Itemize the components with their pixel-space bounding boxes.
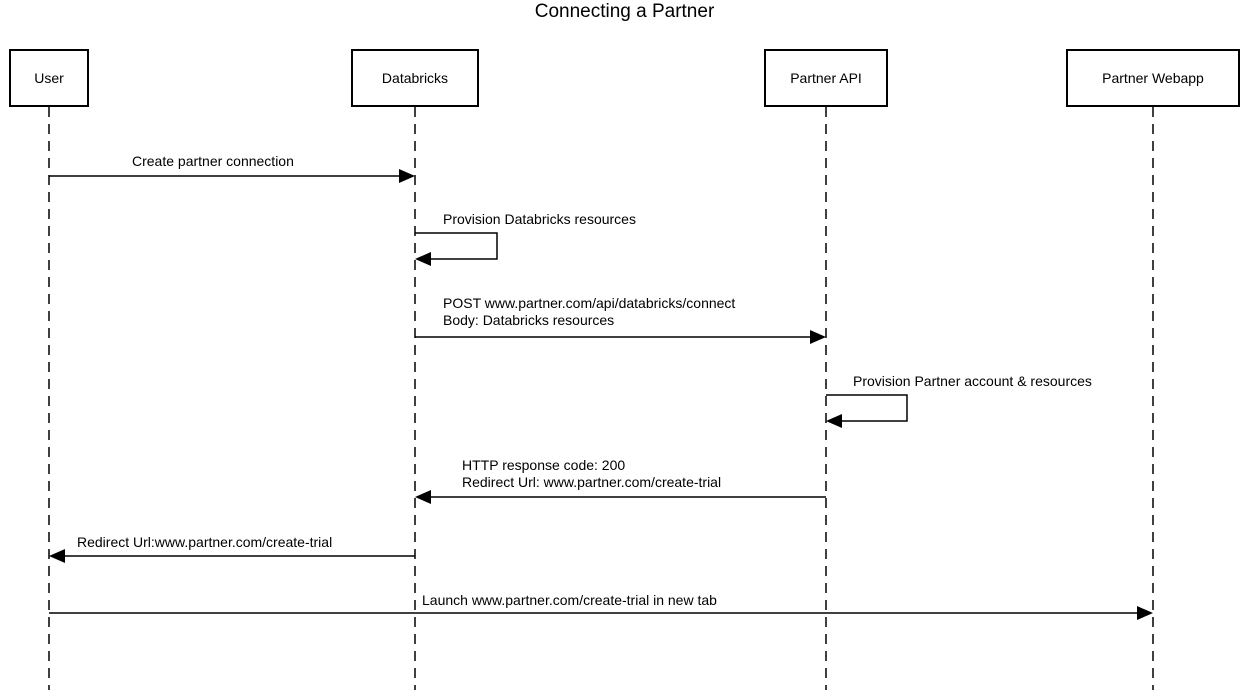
message-label-redirect-url: Redirect Url:www.partner.com/create-tria…	[77, 534, 332, 551]
participant-user: User	[9, 49, 89, 107]
arrowhead-2	[415, 252, 431, 266]
message-text: Redirect Url: www.partner.com/create-tri…	[462, 474, 722, 490]
message-text: Launch www.partner.com/create-trial in n…	[422, 592, 717, 608]
message-text: HTTP response code: 200	[462, 457, 626, 473]
arrowhead-1	[399, 169, 415, 183]
participant-label: Partner Webapp	[1102, 70, 1204, 86]
diagram-title: Connecting a Partner	[534, 1, 715, 22]
message-label-provision-partner: Provision Partner account & resources	[853, 373, 1092, 390]
arrowhead-3	[810, 330, 826, 344]
participant-label: Databricks	[381, 70, 449, 86]
message-label-create-connection: Create partner connection	[132, 153, 294, 170]
participant-label: User	[34, 70, 64, 86]
message-text: Create partner connection	[132, 153, 294, 169]
message-arrow-2	[415, 232, 498, 260]
arrowhead-6	[49, 549, 65, 563]
participant-label: Partner API	[790, 70, 862, 86]
arrowhead-5	[415, 490, 431, 504]
message-text: Body: Databricks resources	[443, 312, 615, 328]
message-label-provision-databricks: Provision Databricks resources	[443, 211, 636, 228]
message-text: POST www.partner.com/api/databricks/conn…	[443, 295, 736, 311]
message-text: Provision Partner account & resources	[853, 373, 1092, 389]
message-label-launch-trial: Launch www.partner.com/create-trial in n…	[422, 592, 717, 609]
message-label-http-response: HTTP response code: 200 Redirect Url: ww…	[462, 457, 721, 491]
message-text: Redirect Url:www.partner.com/create-tria…	[77, 534, 333, 550]
arrowhead-4	[826, 414, 842, 428]
participant-partner-webapp: Partner Webapp	[1066, 49, 1240, 107]
message-arrow-4	[826, 394, 908, 422]
message-text: Provision Databricks resources	[443, 211, 636, 227]
arrowhead-7	[1137, 606, 1153, 620]
message-label-post-connect: POST www.partner.com/api/databricks/conn…	[443, 295, 735, 329]
participant-partner-api: Partner API	[764, 49, 888, 107]
participant-databricks: Databricks	[351, 49, 479, 107]
